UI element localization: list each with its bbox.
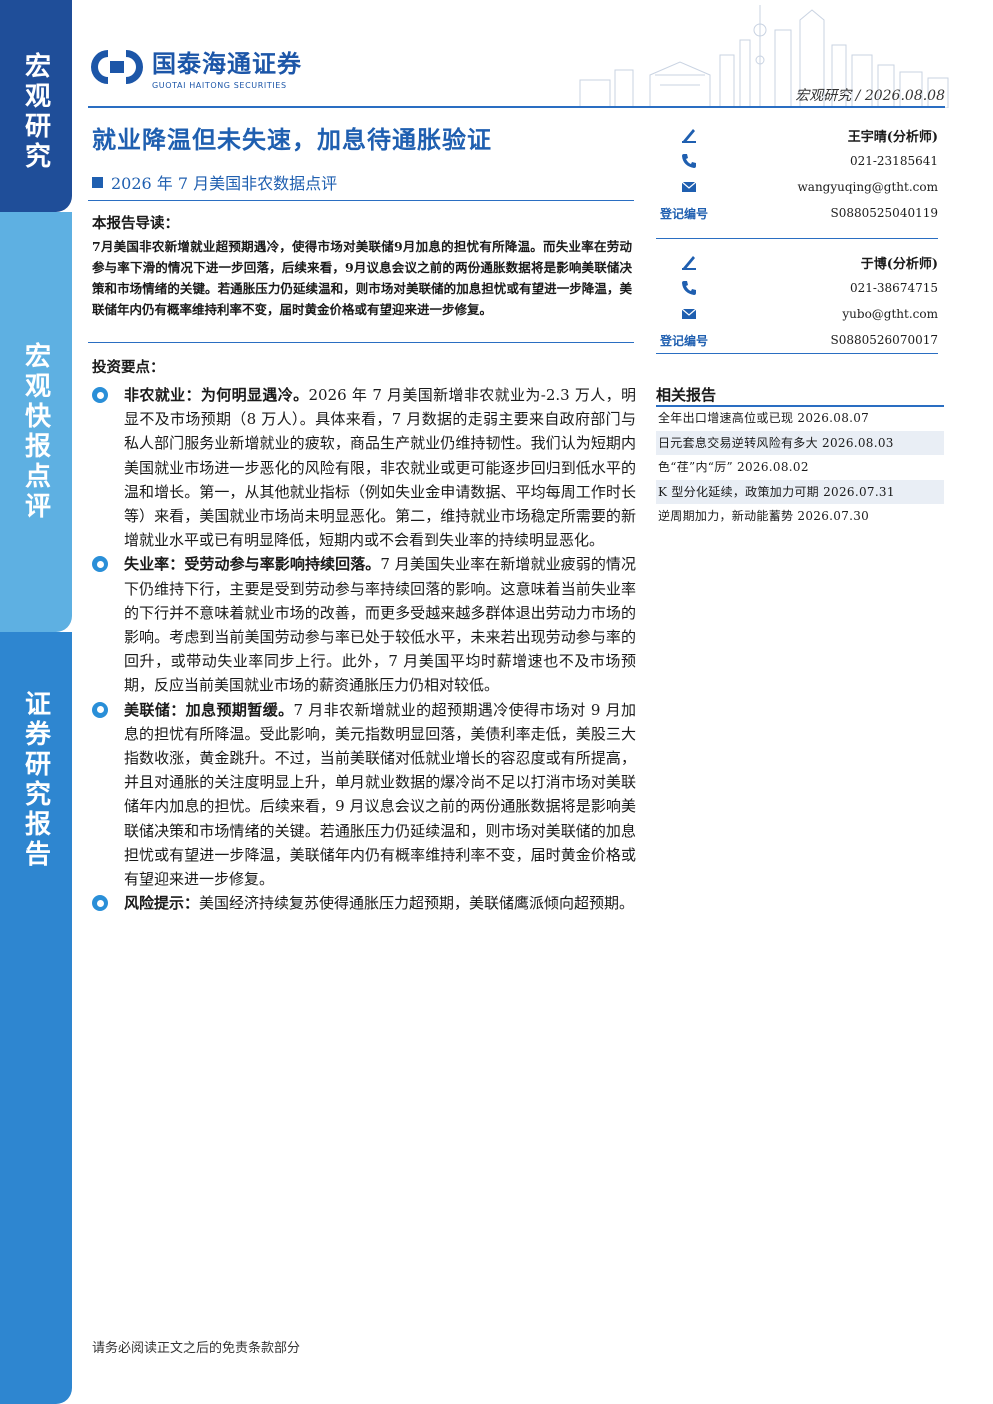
point-text: 2026 年 7 月美国新增非农就业为-2.3 万人，明显不及市场预期（8 万人… [124,386,636,550]
related-report-item[interactable]: 逆周期加力，新动能蓄势 2026.07.30 [658,509,870,523]
side-tab-macro-research: 宏观研究 [0,0,72,212]
point-lead: 风险提示： [124,894,200,913]
title-divider [88,200,634,201]
related-report-item[interactable]: K 型分化延续，政策加力可期 2026.07.31 [656,479,944,504]
point-text: 美国经济持续复苏使得通胀压力超预期，美联储鹰派倾向超预期。 [199,894,635,913]
analyst-card-2: 于博(分析师) 021-38674715 yubo@gtht.com 登记编号 … [656,249,938,354]
pen-icon [682,129,696,143]
side-tab-label: 宏观快报点评 [20,342,51,522]
disclaimer-footer: 请务必阅读正文之后的免责条款部分 [92,1341,301,1356]
points-heading: 投资要点： [92,359,165,376]
logo-cn-text: 国泰海通证券 [152,50,302,78]
investment-points-list: 非农就业：为何明显遇冷。2026 年 7 月美国新增非农就业为-2.3 万人，明… [92,383,636,915]
logo-mark-icon [88,47,146,87]
point-text: 7 月美国失业率在新增就业疲弱的情况下仍维持下行，主要是受到劳动参与率持续回落的… [124,555,636,695]
header-divider [88,106,945,108]
circle-bullet-icon [92,556,108,573]
point-fed: 美联储：加息预期暂缓。7 月非农新增就业的超预期遇冷使得市场对 9 月加息的担忧… [92,698,636,892]
circle-bullet-icon [92,895,108,912]
side-tab-macro-flash: 宏观快报点评 [0,212,72,632]
related-report-item[interactable]: 日元套息交易逆转风险有多大 2026.08.03 [656,430,944,455]
point-risk: 风险提示：美国经济持续复苏使得通胀压力超预期，美联储鹰派倾向超预期。 [92,891,636,915]
analyst-phone: 021-23185641 [849,154,938,168]
related-divider [656,405,944,407]
header-date: 2026.08.08 [864,88,945,104]
analyst-name: 王宇晴(分析师) [847,129,938,145]
side-tab-label: 宏观研究 [20,52,51,172]
analyst-divider [656,238,938,239]
analyst-name: 于博(分析师) [860,256,938,272]
pen-icon [682,256,696,270]
logo-en-text: GUOTAI HAITONG SECURITIES [152,81,287,90]
header-separator: / [855,88,861,104]
analyst-phone: 021-38674715 [849,281,938,295]
analyst-email[interactable]: yubo@gtht.com [842,307,938,321]
guide-body: 7月美国非农新增就业超预期遇冷，使得市场对美联储9月加息的担忧有所降温。而失业率… [92,239,632,317]
city-skyline-graphic [579,5,949,108]
registration-label: 登记编号 [660,333,709,348]
report-title: 就业降温但未失速，加息待通胀验证 [92,126,492,154]
header-category-date: 宏观研究 / 2026.08.08 [795,85,945,105]
side-tab-label: 证券研究报告 [20,690,51,870]
point-lead: 失业率：受劳动参与率影响持续回落。 [124,555,381,574]
phone-icon [682,281,696,295]
circle-bullet-icon [92,701,108,718]
analyst-divider [656,353,938,354]
point-lead: 非农就业：为何明显遇冷。 [124,386,309,404]
report-subtitle: 2026 年 7 月美国非农数据点评 [92,170,337,194]
email-icon [681,308,697,319]
point-lead: 美联储：加息预期暂缓。 [124,700,294,719]
circle-bullet-icon [92,387,108,403]
subtitle-text: 2026 年 7 月美国非农数据点评 [111,174,338,193]
email-icon [681,181,697,192]
point-nonfarm: 非农就业：为何明显遇冷。2026 年 7 月美国新增非农就业为-2.3 万人，明… [92,383,636,552]
analyst-email[interactable]: wangyuqing@gtht.com [797,180,938,194]
registration-label: 登记编号 [660,206,709,221]
related-reports-list: 全年出口增速高位或已现 2026.08.07 日元套息交易逆转风险有多大 202… [656,406,944,529]
registration-number: S0880526070017 [830,333,938,347]
registration-number: S0880525040119 [830,206,938,220]
phone-icon [682,154,696,168]
side-tab-securities-report: 证券研究报告 [0,632,72,1404]
related-report-item[interactable]: 全年出口增速高位或已现 2026.08.07 [658,411,870,425]
point-unemployment: 失业率：受劳动参与率影响持续回落。7 月美国失业率在新增就业疲弱的情况下仍维持下… [92,552,636,697]
related-report-item[interactable]: 色“荏”内“厉” 2026.08.02 [658,460,809,474]
guide-divider [88,342,634,343]
header-category: 宏观研究 [795,88,852,104]
square-bullet-icon [92,176,103,188]
point-text: 7 月非农新增就业的超预期遇冷使得市场对 9 月加息的担忧有所降温。受此影响，美… [124,700,636,889]
guide-heading: 本报告导读： [92,215,179,232]
analyst-card-1: 王宇晴(分析师) 021-23185641 wangyuqing@gtht.co… [656,122,938,239]
company-logo: 国泰海通证券 GUOTAI HAITONG SECURITIES [88,44,302,90]
related-reports-heading: 相关报告 [656,386,717,404]
